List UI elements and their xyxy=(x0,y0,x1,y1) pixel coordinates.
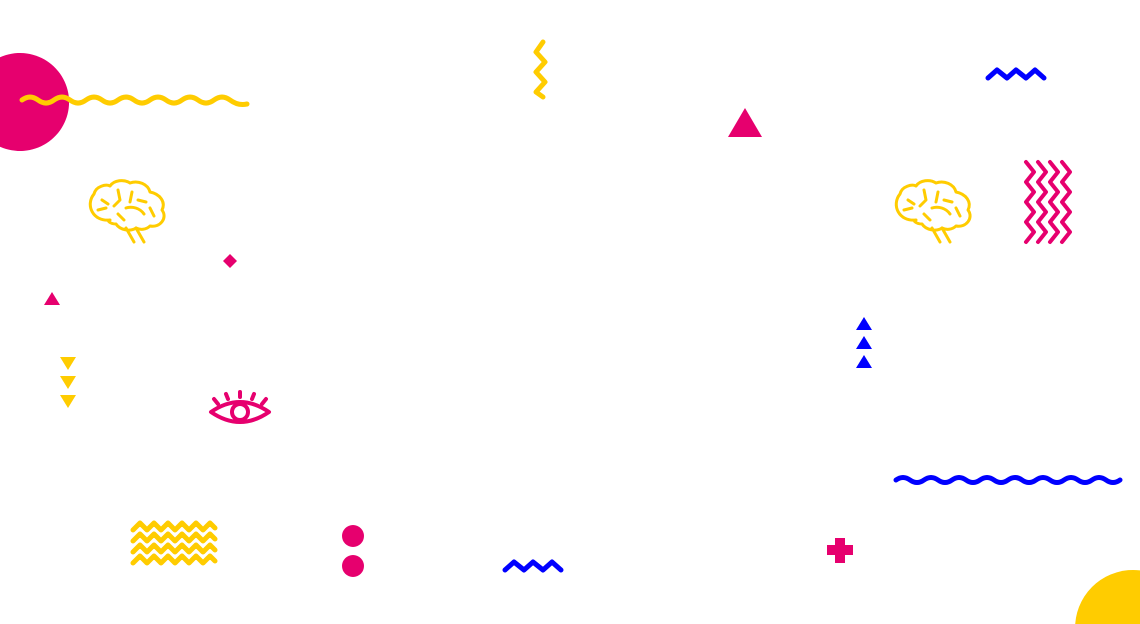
pink-diamond xyxy=(223,254,237,268)
brain-icon-left xyxy=(88,179,166,244)
pink-dot-bottom xyxy=(342,555,364,577)
yellow-wave-top xyxy=(19,94,250,107)
pink-zigzag-pattern xyxy=(1024,160,1072,244)
blue-wave xyxy=(893,475,1123,485)
pink-triangle xyxy=(728,108,762,137)
yellow-down-triangles xyxy=(60,357,76,408)
yellow-circle xyxy=(1075,569,1140,624)
blue-zigzag-top xyxy=(985,67,1047,81)
yellow-chevron-pattern xyxy=(130,520,218,566)
pink-circle xyxy=(0,53,70,151)
pink-small-triangle xyxy=(44,292,60,305)
pink-plus xyxy=(827,538,853,563)
blue-up-triangles xyxy=(856,317,872,368)
yellow-zigzag-vertical xyxy=(533,39,548,100)
pink-dot-top xyxy=(342,525,364,547)
blue-zigzag-bottom xyxy=(502,559,564,573)
brain-icon-right xyxy=(894,179,972,244)
eye-icon xyxy=(209,390,271,424)
